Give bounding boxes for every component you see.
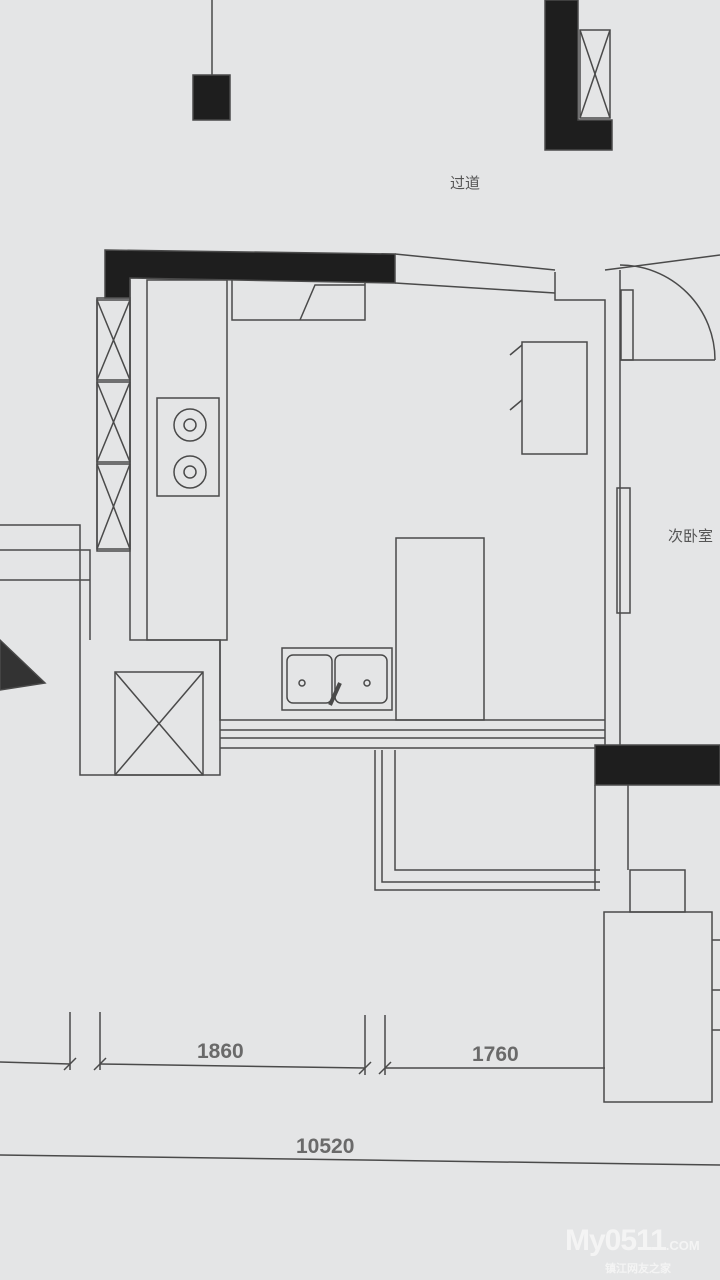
watermark-logo: My0511	[565, 1224, 667, 1257]
room-label-second-bedroom: 次卧室	[668, 527, 714, 545]
door-swing	[619, 264, 716, 361]
watermark-domain: .COM	[665, 1238, 700, 1253]
watermark: My0511.COM 镇江网友之家	[565, 1224, 700, 1275]
refrigerator	[521, 341, 588, 455]
gas-stove	[156, 397, 220, 497]
dimension-lines	[0, 1012, 720, 1166]
column-top-left	[192, 74, 231, 121]
kitchen-sink	[281, 647, 393, 711]
dimension-label-2: 1760	[472, 1043, 519, 1066]
kitchen-wall-top	[104, 249, 396, 299]
counter-block	[395, 537, 485, 721]
dimension-label-total: 10520	[296, 1135, 355, 1158]
wall-top-right	[544, 0, 613, 151]
wall-cabinets	[96, 299, 131, 550]
watermark-subtitle: 镇江网友之家	[605, 1263, 671, 1275]
dimension-label-1: 1860	[197, 1040, 244, 1063]
dining-table	[603, 911, 713, 1103]
room-label-corridor: 过道	[450, 174, 481, 192]
